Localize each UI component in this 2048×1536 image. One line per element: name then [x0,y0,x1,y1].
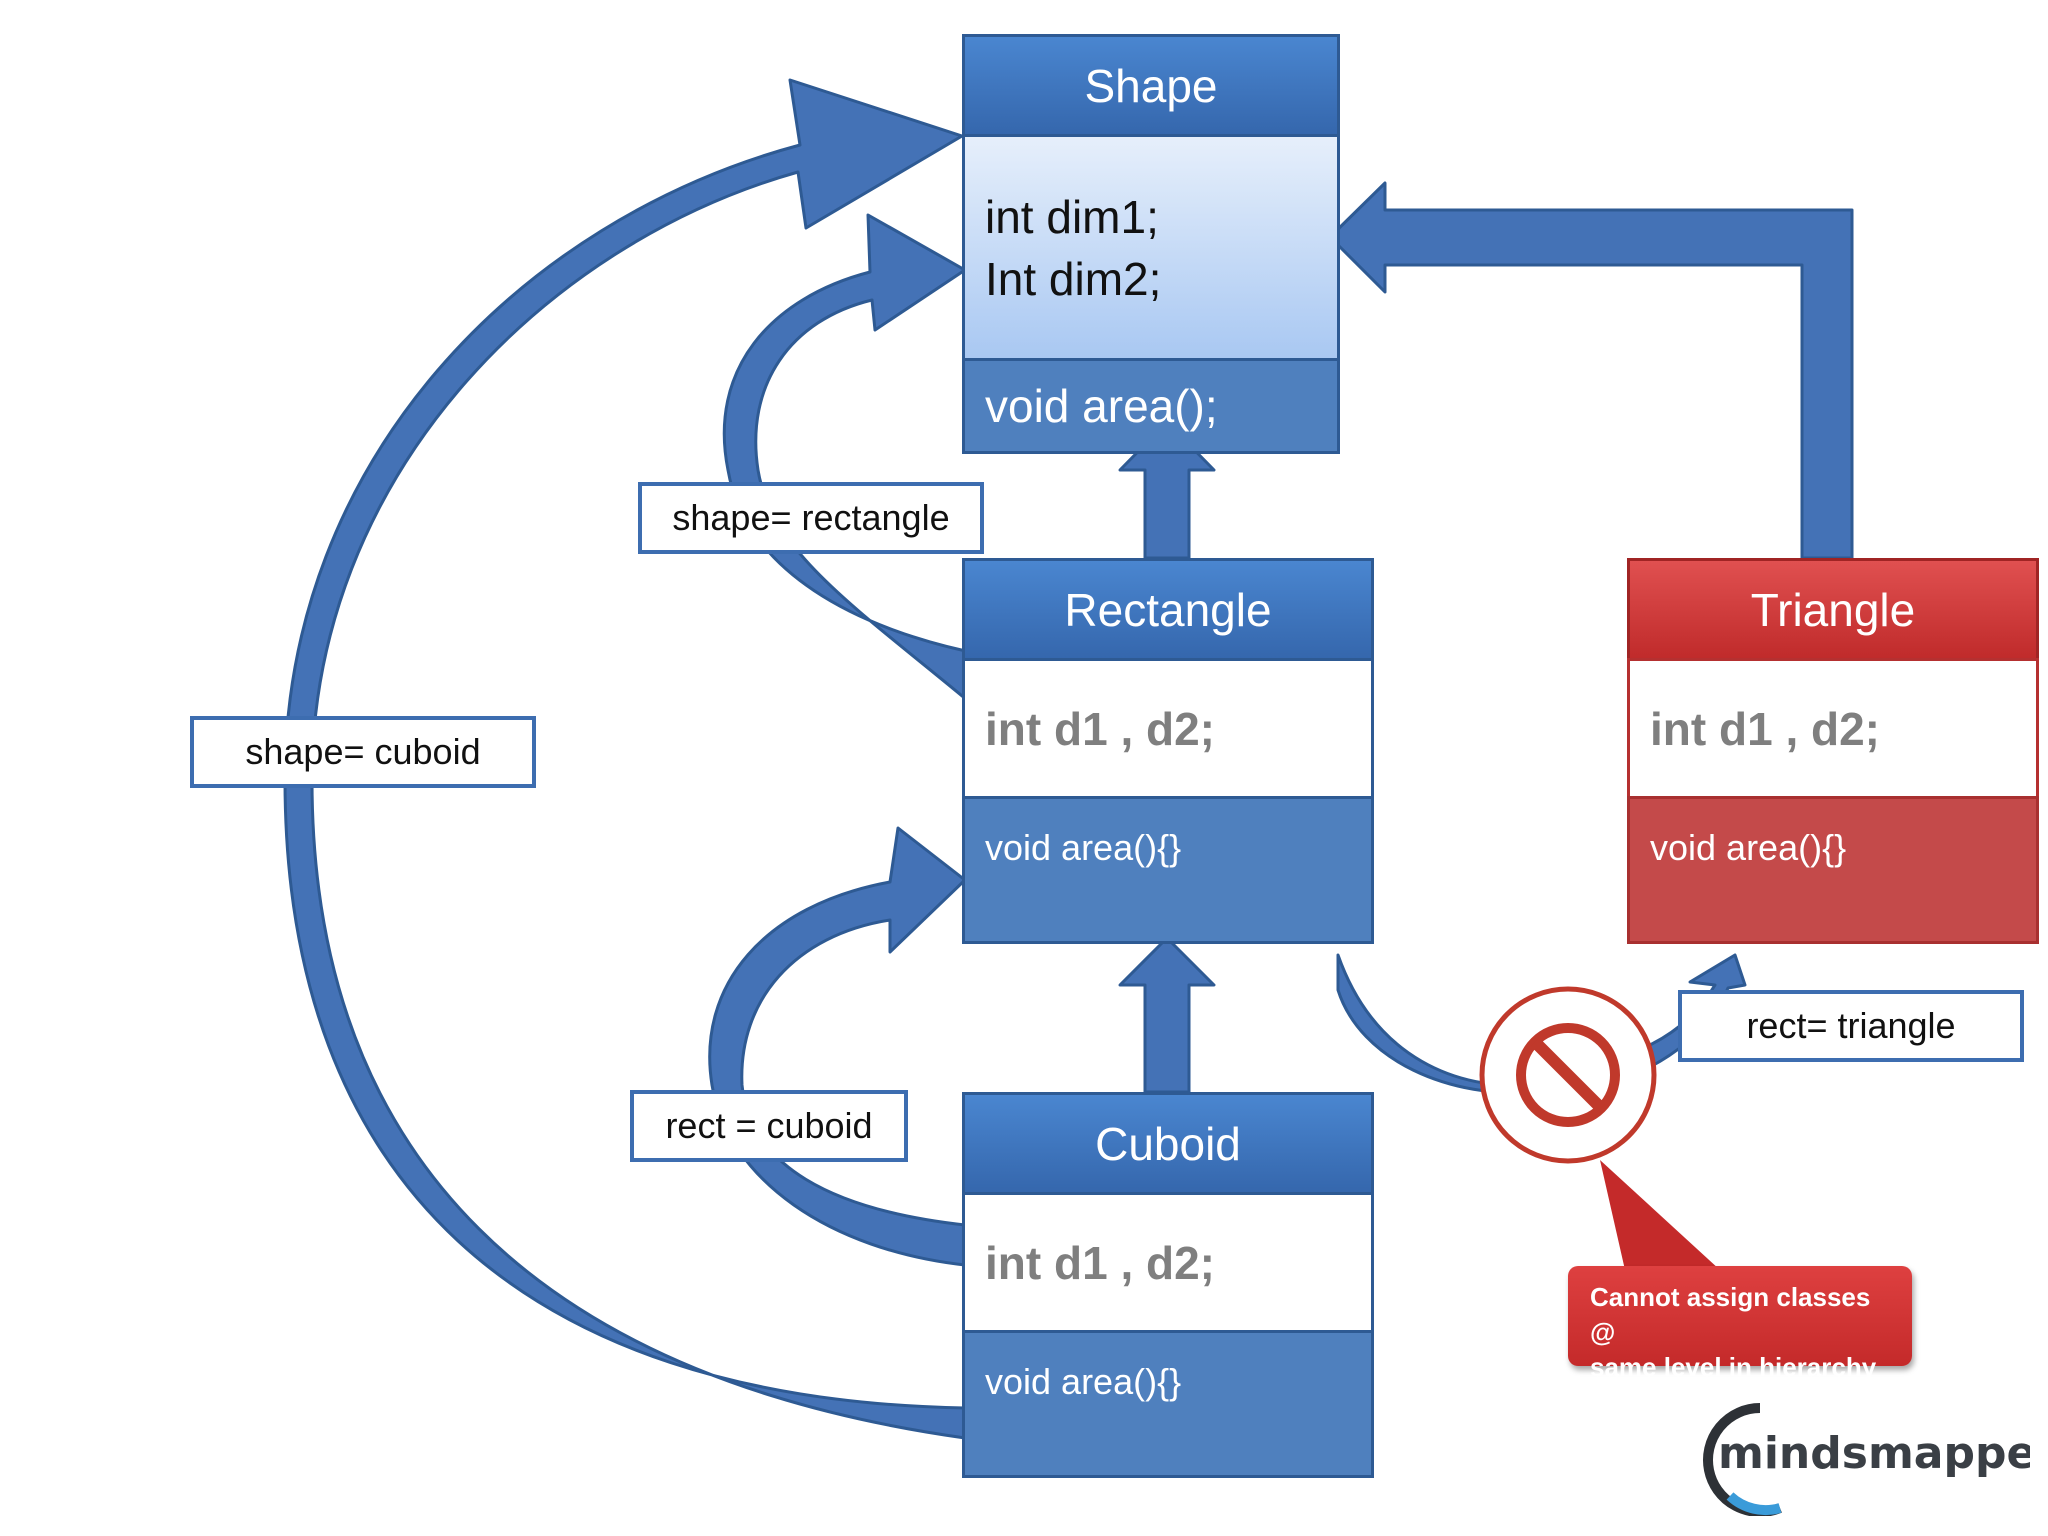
prohibit-icon [1479,986,1657,1164]
class-rectangle-method: void area(){} [962,796,1374,944]
class-triangle-fields: int d1 , d2; [1627,658,2039,799]
class-cuboid-fields: int d1 , d2; [962,1192,1374,1333]
class-shape-field-dim1: int dim1; [985,190,1159,243]
class-shape-method: void area(); [962,358,1340,454]
class-rectangle: Rectangle int d1 , d2; void area(){} [962,558,1374,944]
class-triangle: Triangle int d1 , d2; void area(){} [1627,558,2039,944]
class-cuboid: Cuboid int d1 , d2; void area(){} [962,1092,1374,1478]
arrow-cuboid-to-rectangle [708,826,967,1267]
arrow-cuboid-to-shape [283,78,967,1440]
class-shape-field-dim2: Int dim2; [985,252,1162,305]
class-rectangle-fields: int d1 , d2; [962,658,1374,799]
mindsmapped-logo: mindsmapped [1703,1403,2030,1516]
class-cuboid-title: Cuboid [962,1092,1374,1195]
class-triangle-title: Triangle [1627,558,2039,661]
class-cuboid-method: void area(){} [962,1330,1374,1478]
class-shape-title: Shape [962,34,1340,137]
warning-callout-line1: Cannot assign classes @ [1590,1282,1871,1347]
label-rect-triangle: rect= triangle [1678,990,2024,1062]
class-shape: Shape int dim1; Int dim2; void area(); [962,34,1340,454]
class-rectangle-title: Rectangle [962,558,1374,661]
label-shape-cuboid: shape= cuboid [190,716,536,788]
arrow-cuboid-up-to-rectangle [1118,936,1216,1094]
callout-pointer [1600,1160,1720,1270]
arrow-triangle-to-shape [1328,181,1854,560]
class-shape-fields: int dim1; Int dim2; [962,134,1340,361]
arrow-rectangle-to-shape [722,213,987,717]
class-triangle-method: void area(){} [1627,796,2039,944]
warning-callout-line2: same level in hierarchy [1590,1352,1877,1382]
label-rect-cuboid: rect = cuboid [630,1090,908,1162]
logo-text: mindsmapped [1718,1428,2030,1479]
label-shape-rectangle: shape= rectangle [638,482,984,554]
warning-callout: Cannot assign classes @ same level in hi… [1568,1266,1912,1382]
